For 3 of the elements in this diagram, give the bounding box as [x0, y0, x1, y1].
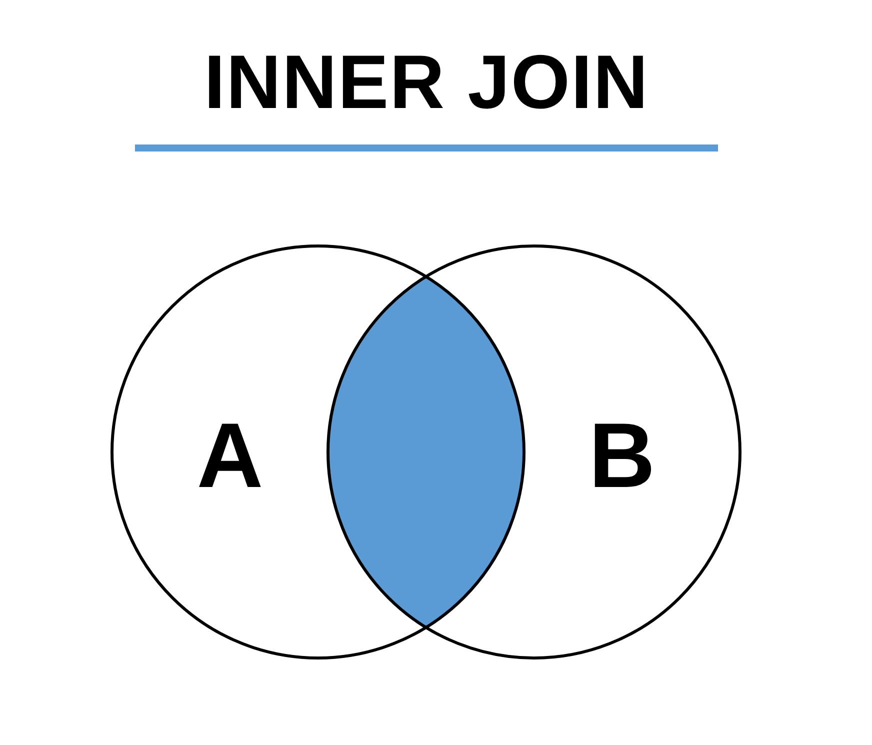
set-label: B [588, 406, 656, 506]
title: INNER JOIN [203, 39, 650, 127]
set-label: A [196, 406, 264, 506]
